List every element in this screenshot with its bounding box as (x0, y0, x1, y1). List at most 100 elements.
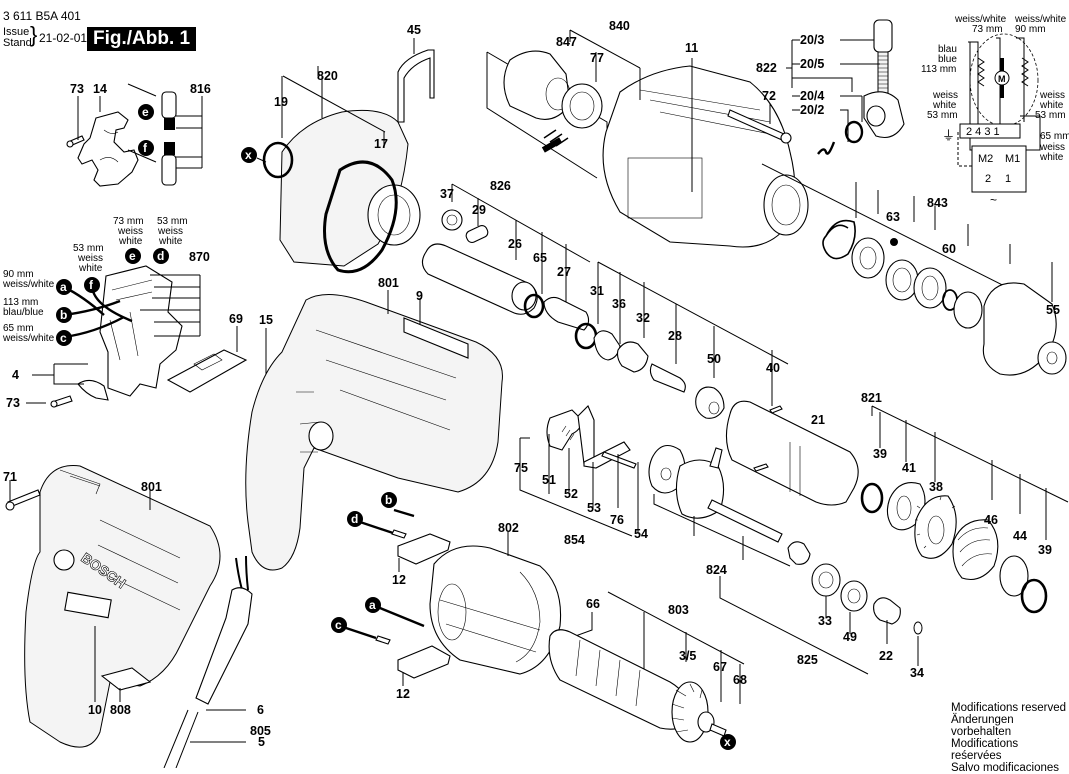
ring-843b[interactable] (885, 259, 919, 301)
label-39-rear: 39 (1038, 543, 1052, 557)
label-840: 840 (609, 19, 630, 33)
bearing-67[interactable] (697, 711, 715, 733)
label-14: 14 (93, 82, 107, 96)
shaft-54[interactable] (601, 451, 637, 469)
washer-843[interactable] (851, 237, 885, 279)
housing-half-group: BOSCH 71 801 10 808 6 805 5 (3, 465, 271, 768)
brush-816-lower[interactable] (161, 154, 177, 186)
callout-b-switch: b (56, 307, 72, 323)
pin-21b[interactable] (753, 463, 769, 472)
brush-box-12-lower[interactable] (397, 645, 451, 679)
svg-text:a: a (369, 598, 376, 612)
brush-box-12-upper[interactable] (397, 533, 451, 565)
washer-37[interactable] (441, 209, 463, 231)
circlip-34[interactable] (913, 621, 923, 635)
rating-plate-9[interactable] (403, 317, 469, 359)
gear-49[interactable] (840, 580, 868, 612)
o-ring-20-4[interactable] (844, 120, 864, 144)
label-36: 36 (612, 297, 626, 311)
svg-text:e: e (142, 105, 149, 119)
label-53: 53 (587, 501, 601, 515)
wobble-pin[interactable] (709, 447, 723, 469)
wire-e-len: 73 mm (113, 216, 144, 227)
wire-b-len: 113 mm (3, 297, 38, 308)
o-ring-65[interactable] (523, 293, 545, 319)
switch-group: 870 4 73 90 mm weiss/white 113 mm blau/b… (2, 216, 273, 410)
tool-holder-group: 63 843 60 55 (761, 163, 1067, 376)
seal-77[interactable] (561, 83, 603, 129)
gear-38[interactable] (914, 495, 957, 559)
circlip-39-front[interactable] (860, 482, 884, 514)
washer-44[interactable] (999, 555, 1029, 597)
slider-69[interactable] (166, 349, 248, 393)
shaft-824[interactable] (707, 499, 783, 543)
housing-nose (763, 174, 809, 236)
field-802[interactable] (429, 545, 562, 675)
hammer-tube-26[interactable] (421, 243, 538, 315)
label-32: 32 (636, 311, 650, 325)
motor-housing-group: 801 9 (245, 276, 503, 571)
wire-f-en: white (78, 263, 103, 274)
ball-63[interactable] (890, 238, 898, 246)
cap-847[interactable] (503, 50, 571, 120)
wiring-schematic: weiss/white 73 mm weiss/white 90 mm blau… (921, 14, 1069, 207)
gasket-17[interactable] (323, 160, 398, 274)
wire-a-color: weiss/white (2, 279, 55, 290)
housing-half-801[interactable] (24, 465, 221, 748)
circlip-39-rear[interactable] (1020, 578, 1048, 614)
label-63: 63 (886, 210, 900, 224)
schem-motor: M (998, 74, 1006, 84)
switch-plate-52[interactable] (577, 405, 595, 465)
guide-tube-21[interactable] (725, 400, 859, 506)
svg-text:b: b (60, 308, 67, 322)
lever-75[interactable] (546, 409, 582, 451)
notice-fr: Modifications reśervées (951, 738, 1019, 762)
cam-ring-843[interactable] (913, 267, 947, 309)
potentiometer-20-3[interactable] (873, 19, 893, 53)
wire-d-en: white (158, 236, 183, 247)
striker-28[interactable] (649, 363, 686, 393)
armature-803[interactable] (548, 629, 692, 730)
label-17: 17 (374, 137, 388, 151)
pin-40[interactable] (769, 405, 783, 414)
callout-x-armature: x (720, 734, 736, 750)
piston-27[interactable] (543, 296, 590, 331)
callout-e-top: e (138, 104, 154, 120)
clip-45[interactable] (397, 49, 435, 123)
label-854: 854 (564, 533, 585, 547)
notice-en: Modifications reserved (951, 702, 1067, 714)
o-ring-19[interactable] (262, 141, 294, 179)
ring-36[interactable] (593, 330, 621, 361)
housing-window (627, 157, 703, 219)
power-cord-5[interactable] (163, 709, 199, 768)
trigger-4[interactable] (77, 379, 109, 401)
speed-control-group: 72 20/3 20/5 20/4 20/2 822 (727, 19, 905, 155)
label-808[interactable] (100, 667, 152, 691)
spring-46[interactable] (952, 519, 999, 581)
label-plate-10[interactable] (64, 591, 112, 619)
label-40: 40 (766, 361, 780, 375)
spring-clip-20-2[interactable] (817, 141, 836, 155)
hammer-tube-group: 37 29 826 26 65 27 (421, 179, 591, 331)
switch-870[interactable] (99, 265, 183, 397)
brush-816-upper[interactable] (161, 91, 177, 119)
cord-guard-6[interactable] (195, 587, 253, 705)
callout-d-switch: d (153, 248, 169, 264)
nut-824[interactable] (787, 541, 811, 565)
label-49: 49 (843, 630, 857, 644)
schem-65-de: weiss (1039, 142, 1065, 153)
pinion-22[interactable] (873, 597, 901, 625)
bushing-32[interactable] (616, 341, 649, 373)
schem-top-left-color: weiss/white (954, 14, 1007, 25)
schem-rw-len: 53 mm (1035, 110, 1066, 121)
brush-holder-14[interactable] (77, 111, 139, 187)
buffer-50[interactable] (695, 386, 725, 419)
callout-f-switch: f (84, 277, 100, 293)
spring-843[interactable] (822, 219, 856, 260)
pin-29[interactable] (464, 224, 489, 244)
label-19: 19 (274, 95, 288, 109)
motor-housing-801[interactable] (245, 294, 503, 571)
gear-drive-group: 31 36 32 28 50 40 21 (574, 261, 859, 506)
schem-blue-de: blau (938, 44, 957, 55)
gear-33[interactable] (811, 563, 841, 597)
